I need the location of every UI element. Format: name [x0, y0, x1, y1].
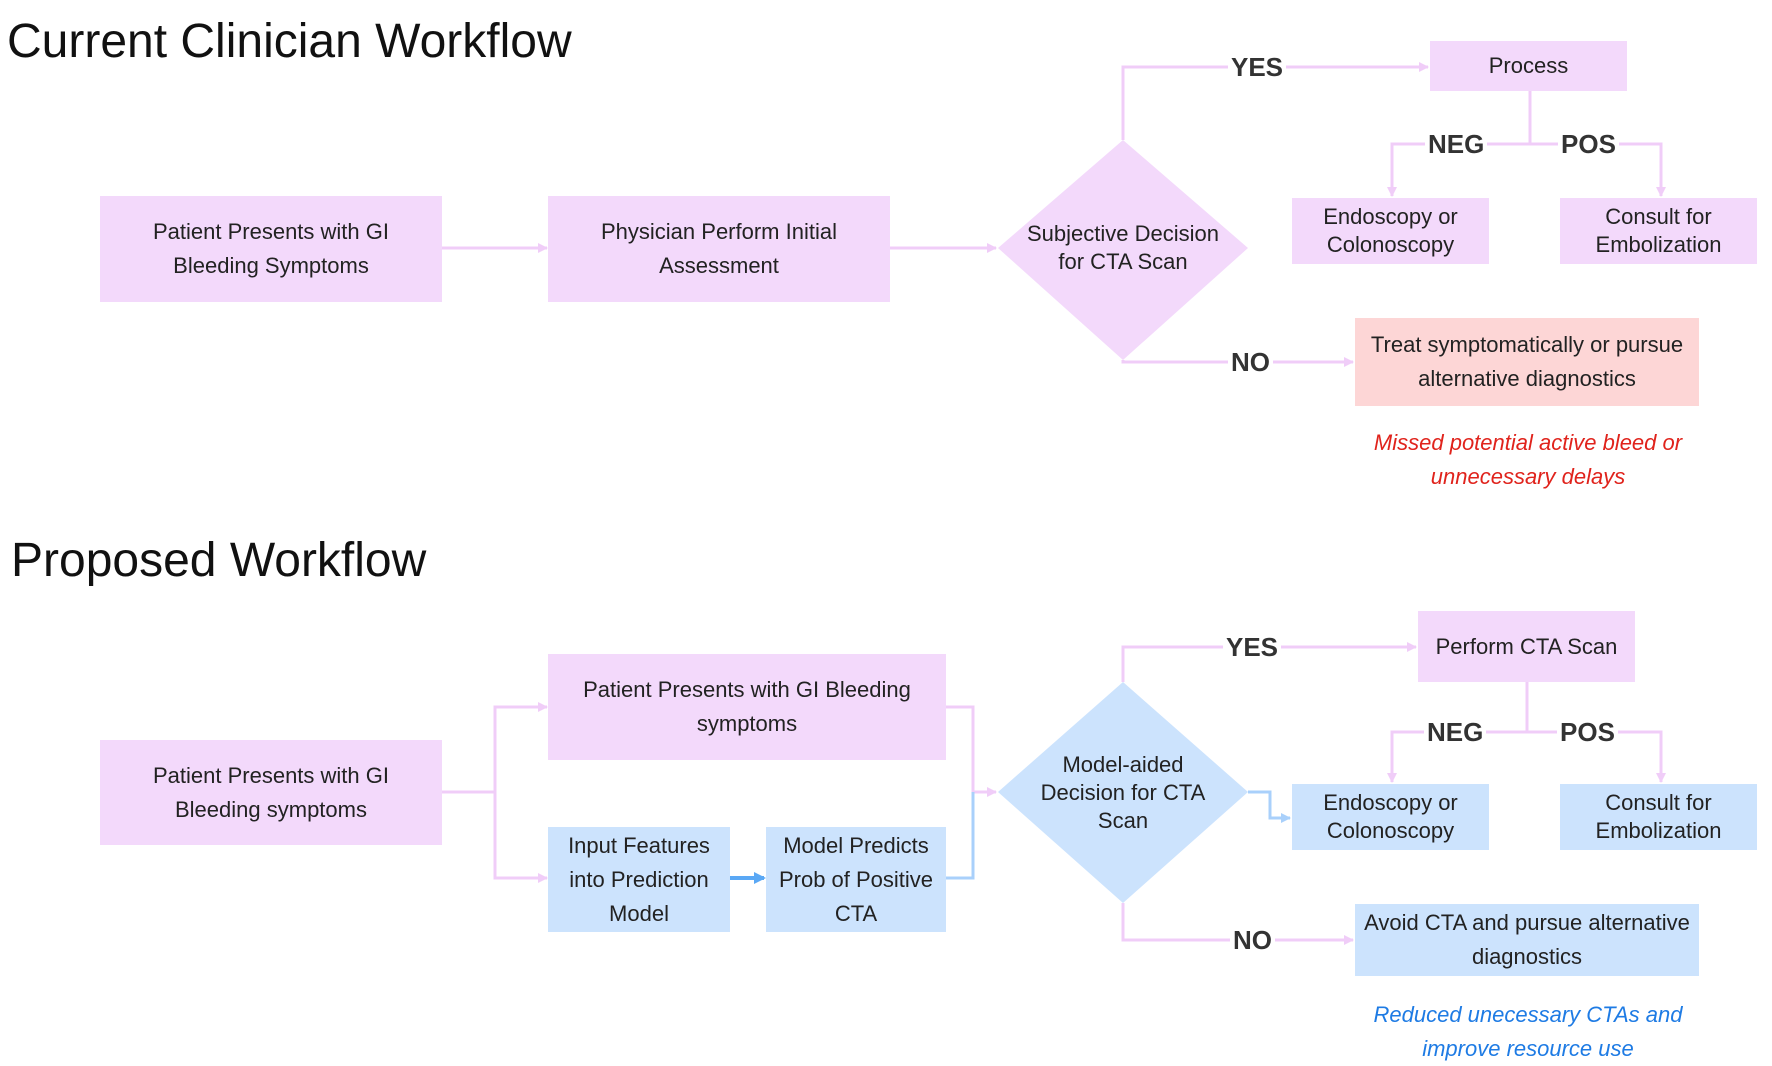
missed-bleed-note: Missed potential active bleed or unneces… [1373, 430, 1683, 489]
proposed-embolization-label: Consult for Embolization [1595, 790, 1722, 843]
input-features-label: Input Features into Prediction Model [568, 832, 710, 926]
proposed-no-label: NO [1230, 925, 1275, 955]
proposed-patient-presents-label-2: Patient Presents with GI Bleeding sympto… [583, 677, 911, 736]
proposed-patient-presents-box: Patient Presents with GI Bleeding sympto… [100, 740, 442, 845]
arrow-decision-to-endoscopy [1248, 790, 1291, 823]
connector-predict-to-join [946, 792, 975, 880]
reduced-ctas-note: Reduced unecessary CTAs and improve reso… [1373, 1002, 1683, 1061]
decision-diamond-current [998, 140, 1248, 360]
input-features-box: Input Features into Prediction Model [548, 827, 730, 932]
arrow-split-to-input [493, 792, 548, 883]
treat-symptomatically-label: Treat symptomatically or pursue alternat… [1370, 332, 1684, 391]
arrow-yes-to-perform [1121, 642, 1417, 682]
embolization-label: Consult for Embolization [1595, 204, 1722, 257]
process-box: Process [1430, 41, 1627, 91]
proposed-pos-label: POS [1557, 717, 1618, 747]
neg-label: NEG [1425, 129, 1488, 159]
model-aided-decision-label: Model-aided Decision for CTA Scan [1040, 752, 1206, 833]
embolization-box: Consult for Embolization [1560, 198, 1757, 264]
arrow-no-to-treat [1121, 357, 1354, 367]
pos-label: POS [1558, 129, 1619, 159]
proposed-workflow-title: Proposed Workflow [11, 534, 427, 587]
proposed-endoscopy-box: Endoscopy or Colonoscopy [1292, 784, 1489, 850]
yes-label: YES [1228, 52, 1287, 82]
proposed-yes-label: YES [1223, 632, 1282, 662]
decision-diamond-proposed [998, 682, 1248, 903]
avoid-cta-label: Avoid CTA and pursue alternative diagnos… [1364, 910, 1690, 969]
endoscopy-label: Endoscopy or Colonoscopy [1323, 204, 1458, 257]
proposed-endoscopy-label: Endoscopy or Colonoscopy [1323, 790, 1458, 843]
model-predicts-label: Model Predicts Prob of Positive CTA [778, 832, 934, 926]
avoid-cta-box: Avoid CTA and pursue alternative diagnos… [1355, 904, 1699, 976]
proposed-patient-presents-box-2: Patient Presents with GI Bleeding sympto… [548, 654, 946, 760]
connector-patient-2-to-join [946, 705, 975, 792]
proposed-neg-label: NEG [1424, 717, 1487, 747]
patient-presents-label: Patient Presents with GI Bleeding Sympto… [153, 219, 389, 278]
proposed-patient-presents-label: Patient Presents with GI Bleeding sympto… [153, 762, 389, 822]
arrow-no-to-avoid [1121, 903, 1354, 945]
patient-presents-box: Patient Presents with GI Bleeding Sympto… [100, 196, 442, 302]
process-label: Process [1488, 53, 1569, 78]
proposed-embolization-box: Consult for Embolization [1560, 784, 1757, 850]
current-workflow-title: Current Clinician Workflow [7, 15, 572, 68]
arrow-split-to-patient-2 [493, 702, 548, 792]
initial-assessment-label: Physician Perform Initial Assessment [601, 219, 837, 278]
treat-symptomatically-box: Treat symptomatically or pursue alternat… [1355, 318, 1699, 406]
perform-cta-label: Perform CTA Scan [1435, 633, 1618, 659]
arrow-yes-to-process [1121, 62, 1429, 140]
endoscopy-box: Endoscopy or Colonoscopy [1292, 198, 1489, 264]
perform-cta-box: Perform CTA Scan [1418, 611, 1635, 682]
initial-assessment-box: Physician Perform Initial Assessment [548, 196, 890, 302]
no-label: NO [1228, 347, 1273, 377]
model-predicts-box: Model Predicts Prob of Positive CTA [766, 827, 946, 932]
subjective-decision-label: Subjective Decision for CTA Scan [1027, 221, 1219, 274]
